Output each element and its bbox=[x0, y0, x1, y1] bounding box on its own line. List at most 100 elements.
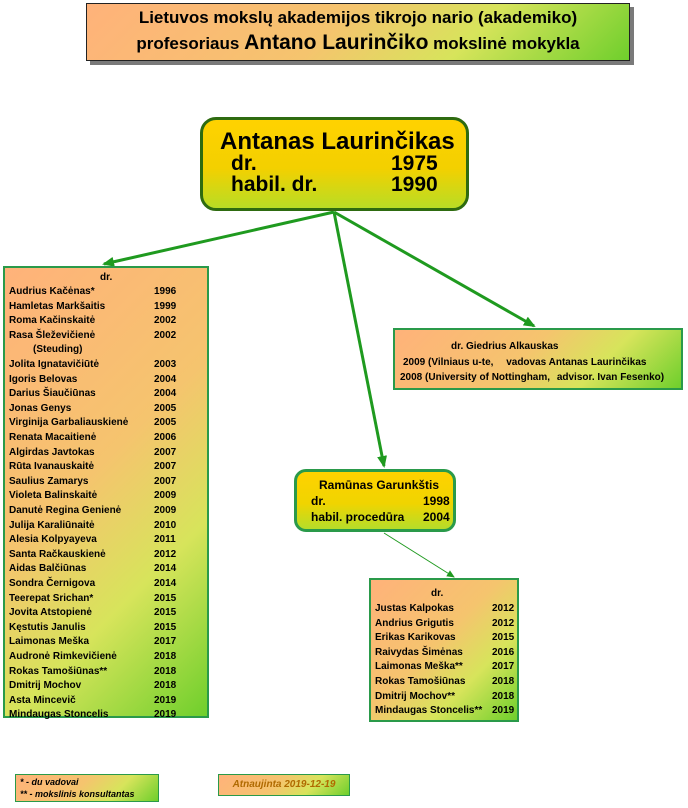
list-item: Teerepat Srichan* 2015 bbox=[9, 592, 176, 604]
left-list-header: dr. bbox=[100, 272, 113, 283]
list-item-name: Rokas Tamošiūnas** bbox=[9, 665, 108, 677]
title-line1: Lietuvos mokslų akademijos tikrojo nario… bbox=[138, 8, 578, 27]
list-item-year: 2007 bbox=[154, 475, 177, 487]
root-habil-label: habil. dr. bbox=[231, 173, 318, 196]
list-item: (Steuding) bbox=[9, 344, 82, 355]
arrow-root-to-left-list bbox=[102, 210, 335, 267]
list-item-name: Erikas Karikovas bbox=[375, 632, 456, 644]
list-item-year: 2015 bbox=[154, 607, 177, 619]
garunkstis-dr-label: dr. bbox=[311, 494, 326, 508]
list-item-year: 2004 bbox=[154, 388, 177, 400]
list-item-name: Igoris Belovas bbox=[9, 373, 78, 385]
list-item-name: Rokas Tamošiūnas bbox=[375, 676, 466, 687]
list-item-year: 2014 bbox=[154, 578, 177, 589]
list-item-name: Julija Karaliūnaitė bbox=[9, 519, 95, 531]
list-item-name: Jovita Atstopienė bbox=[9, 607, 92, 619]
list-item-name: Teerepat Srichan* bbox=[9, 592, 94, 604]
list-item-year: 2015 bbox=[154, 621, 177, 633]
list-item-year: 1999 bbox=[154, 300, 177, 312]
list-item-year: 2007 bbox=[154, 461, 177, 473]
list-item-name: Rasa Šleževičienė bbox=[9, 329, 96, 341]
legend-line2: ** - mokslinis konsultantas bbox=[20, 789, 135, 799]
list-item-name: Mindaugas Stoncelis bbox=[9, 709, 109, 721]
alkauskas-line2-text: (University of Nottingham, bbox=[425, 372, 551, 383]
list-item-name: Laimonas Meška** bbox=[375, 661, 463, 673]
list-item-name: Andrius Grigutis bbox=[375, 617, 454, 629]
list-item-name: Danutė Regina Genienė bbox=[9, 505, 122, 516]
root-dr-row: dr. 1975 bbox=[231, 152, 438, 176]
list-item-year: 2011 bbox=[154, 534, 176, 546]
list-item-name: Justas Kalpokas bbox=[375, 603, 454, 614]
list-item: Erikas Karikovas 2015 bbox=[375, 632, 514, 644]
list-item-name: Mindaugas Stoncelis** bbox=[375, 705, 483, 717]
title-prefix: profesoriaus bbox=[136, 34, 240, 53]
list-item-name: Hamletas Markšaitis bbox=[9, 300, 106, 312]
list-item-year: 2019 bbox=[154, 709, 177, 721]
list-item-year: 2015 bbox=[154, 592, 177, 604]
list-item-year: 2007 bbox=[154, 446, 177, 458]
bottom-list-header: dr. bbox=[431, 588, 444, 599]
list-item-year: 2018 bbox=[492, 690, 515, 702]
root-habil-year: 1990 bbox=[391, 173, 438, 196]
list-item-name: Raivydas Šimėnas bbox=[375, 646, 463, 658]
alkauskas-line1-year: 2009 bbox=[403, 357, 426, 368]
list-item-year: 2009 bbox=[154, 490, 177, 502]
list-item: Mindaugas Stoncelis**2019 bbox=[375, 705, 514, 717]
list-item-year: 2005 bbox=[154, 402, 177, 414]
list-item-year: 2017 bbox=[492, 661, 515, 673]
list-item-year: 2005 bbox=[154, 417, 177, 429]
arrow-root-to-garunkstis bbox=[332, 211, 387, 468]
title-name: Antano Laurinčiko bbox=[244, 31, 429, 54]
list-item: Rokas Tamošiūnas**2018 bbox=[9, 665, 176, 677]
list-item-name: Algirdas Javtokas bbox=[9, 446, 95, 458]
list-item: Andrius Grigutis 2012 bbox=[375, 617, 514, 629]
list-item-year: 2003 bbox=[154, 359, 177, 370]
alkauskas-node: dr. Giedrius Alkauskas 2009 (Vilniaus u-… bbox=[393, 328, 683, 390]
root-dr-label: dr. bbox=[231, 152, 257, 175]
list-item-name: Audrius Kačėnas* bbox=[9, 286, 95, 297]
legend: * - du vadovai ** - mokslinis konsultant… bbox=[15, 774, 159, 802]
list-item: Igoris Belovas 2004 bbox=[9, 373, 176, 385]
list-item: Danutė Regina Genienė 2009 bbox=[9, 505, 176, 516]
list-item-name: Aidas Balčiūnas bbox=[9, 563, 87, 575]
list-item-year: 2018 bbox=[154, 651, 177, 662]
list-item-year: 2015 bbox=[492, 632, 515, 644]
list-item-year: 2014 bbox=[154, 563, 177, 575]
updated-date: Atnaujinta 2019-12-19 bbox=[218, 774, 350, 796]
list-item-year: 2010 bbox=[154, 519, 177, 531]
list-item: Hamletas Markšaitis 1999 bbox=[9, 300, 176, 312]
root-name: Antanas Laurinčikas bbox=[220, 128, 455, 155]
list-item-year: 2009 bbox=[154, 505, 177, 516]
list-item-year: 2006 bbox=[154, 432, 177, 443]
list-item-name: Rūta Ivanauskaitė bbox=[9, 461, 95, 473]
list-item: Rūta Ivanauskaitė 2007 bbox=[9, 461, 176, 473]
alkauskas-line2-year: 2008 bbox=[400, 372, 423, 383]
alkauskas-line2-note: advisor. Ivan Fesenko) bbox=[556, 372, 665, 383]
list-item: Algirdas Javtokas 2007 bbox=[9, 446, 176, 458]
title-line2: profesoriaus Antano Laurinčiko mokslinė … bbox=[87, 31, 629, 55]
list-item-year: 2004 bbox=[154, 373, 177, 385]
list-item-year: 2012 bbox=[492, 617, 515, 629]
list-item-name: Santa Račkauskienė bbox=[9, 548, 106, 560]
garunkstis-habil-year: 2004 bbox=[423, 510, 450, 524]
list-item: Mindaugas Stoncelis 2019 bbox=[9, 709, 176, 721]
list-item-year: 1996 bbox=[154, 286, 177, 297]
arrow-garunkstis-to-bottom-list bbox=[383, 532, 455, 578]
garunkstis-dr-year: 1998 bbox=[423, 494, 450, 508]
list-item-year: 2019 bbox=[154, 694, 177, 706]
list-item-name: Sondra Černigova bbox=[9, 578, 96, 589]
